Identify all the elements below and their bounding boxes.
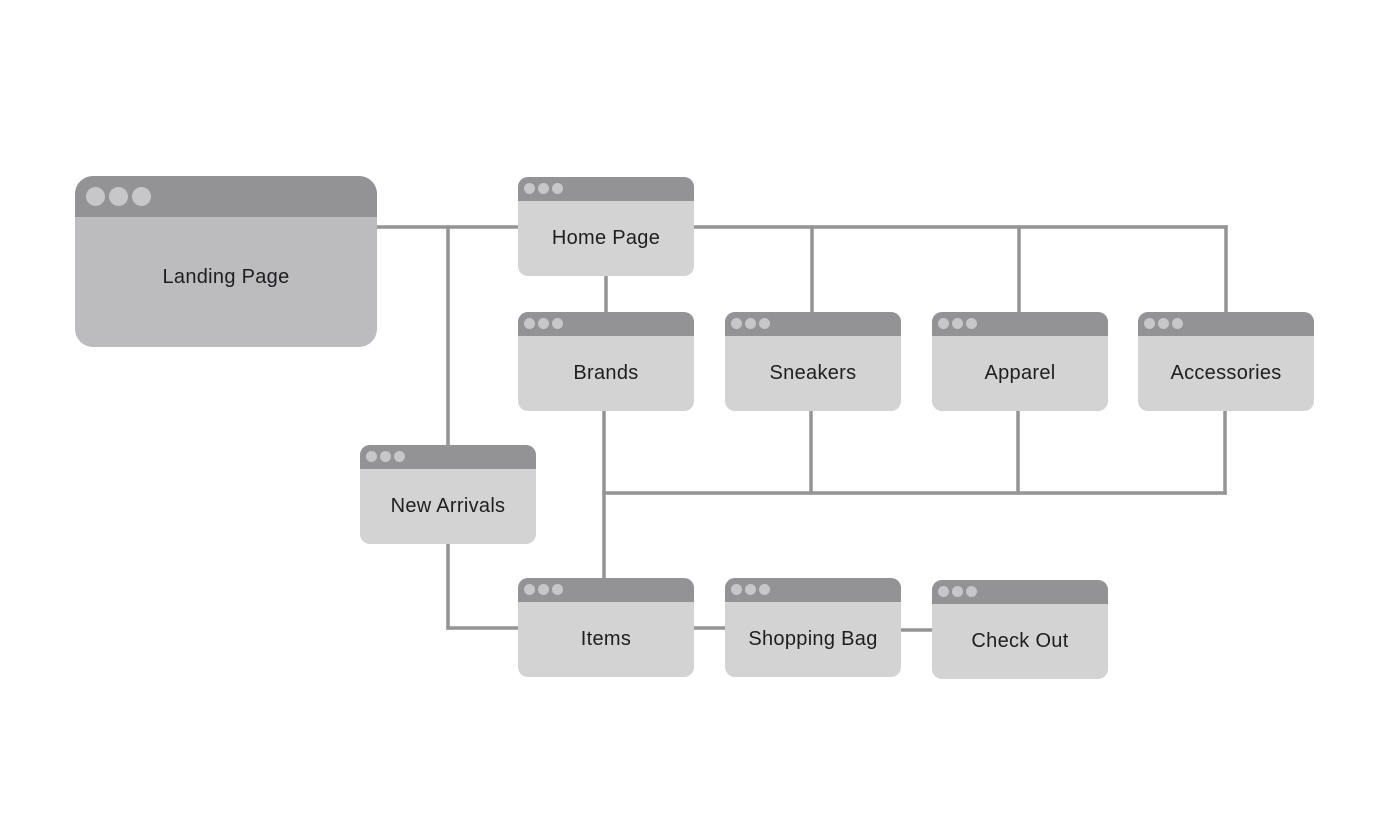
- window-dot-icon: [552, 584, 563, 595]
- window-dot-icon: [1158, 318, 1169, 329]
- window-dot-icon: [952, 318, 963, 329]
- window-dot-icon: [938, 586, 949, 597]
- node-label: Sneakers: [769, 362, 857, 384]
- node-label: Home Page: [551, 227, 661, 249]
- node-label: Items: [580, 628, 632, 650]
- window-dot-icon: [552, 183, 563, 194]
- window-dot-icon: [1172, 318, 1183, 329]
- window-dot-icon: [745, 584, 756, 595]
- window-dot-icon: [538, 318, 549, 329]
- window-dot-icon: [1144, 318, 1155, 329]
- window-dot-icon: [380, 451, 391, 462]
- window-title-bar: [75, 176, 377, 217]
- window-dot-icon: [132, 187, 151, 206]
- node-label: Brands: [573, 362, 639, 384]
- node-home-page: Home Page: [518, 177, 694, 276]
- window-dot-icon: [966, 586, 977, 597]
- node-check-out: Check Out: [932, 580, 1108, 679]
- window-dot-icon: [731, 584, 742, 595]
- node-shopping-bag: Shopping Bag: [725, 578, 901, 677]
- node-accessories: Accessories: [1138, 312, 1314, 411]
- window-dot-icon: [394, 451, 405, 462]
- window-dot-icon: [745, 318, 756, 329]
- window-dot-icon: [759, 318, 770, 329]
- node-label: Check Out: [971, 630, 1069, 652]
- window-dot-icon: [538, 584, 549, 595]
- window-dot-icon: [366, 451, 377, 462]
- node-label: Apparel: [984, 362, 1056, 384]
- window-dot-icon: [938, 318, 949, 329]
- window-title-bar: [725, 312, 901, 336]
- window-dot-icon: [524, 183, 535, 194]
- node-label: Shopping Bag: [748, 628, 878, 650]
- window-dot-icon: [524, 584, 535, 595]
- window-dot-icon: [109, 187, 128, 206]
- window-dot-icon: [759, 584, 770, 595]
- window-dot-icon: [552, 318, 563, 329]
- window-dot-icon: [731, 318, 742, 329]
- window-dot-icon: [86, 187, 105, 206]
- window-title-bar: [518, 177, 694, 201]
- window-dot-icon: [952, 586, 963, 597]
- window-title-bar: [360, 445, 536, 469]
- window-title-bar: [725, 578, 901, 602]
- window-title-bar: [1138, 312, 1314, 336]
- window-dot-icon: [966, 318, 977, 329]
- node-landing-page: Landing Page: [75, 176, 377, 347]
- node-label: New Arrivals: [390, 495, 506, 517]
- window-title-bar: [518, 312, 694, 336]
- window-title-bar: [932, 580, 1108, 604]
- window-title-bar: [518, 578, 694, 602]
- window-title-bar: [932, 312, 1108, 336]
- window-dot-icon: [524, 318, 535, 329]
- node-apparel: Apparel: [932, 312, 1108, 411]
- node-sneakers: Sneakers: [725, 312, 901, 411]
- node-new-arrivals: New Arrivals: [360, 445, 536, 544]
- node-label: Accessories: [1170, 362, 1282, 384]
- node-brands: Brands: [518, 312, 694, 411]
- window-dot-icon: [538, 183, 549, 194]
- node-label: Landing Page: [162, 265, 290, 288]
- node-items: Items: [518, 578, 694, 677]
